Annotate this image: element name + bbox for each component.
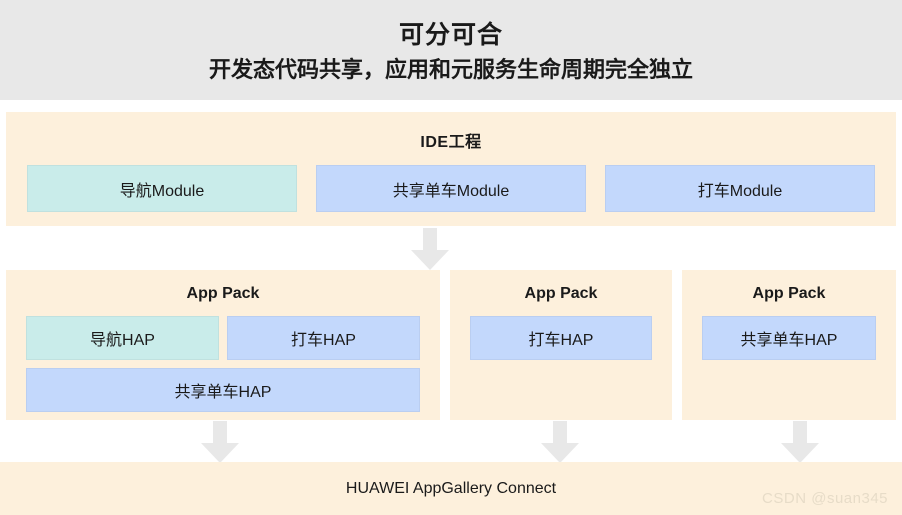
module-label: 导航Module [119,182,205,200]
hap-box-taxi[interactable]: 打车HAP [470,316,652,360]
header-banner: 可分可合 开发态代码共享，应用和元服务生命周期完全独立 [0,0,902,100]
arrow-down-icon [541,421,579,463]
hap-label: 共享单车HAP [174,384,272,401]
hap-box-sharedbike[interactable]: 共享单车HAP [702,316,876,360]
module-box-taxi[interactable]: 打车Module [605,165,875,212]
appgallery-connect-label: HUAWEI AppGallery Connect [345,479,557,497]
module-label: 共享单车Module [392,182,510,200]
module-box-navigation[interactable]: 导航Module [27,165,297,212]
hap-wrap: 打车HAP [450,303,672,360]
module-box-sharedbike[interactable]: 共享单车Module [316,165,586,212]
ide-project-title: IDE工程 [420,134,482,151]
hap-label: 共享单车HAP [740,332,838,349]
hap-label: 导航HAP [90,332,155,349]
arrow-down-icon [781,421,819,463]
hap-box-sharedbike[interactable]: 共享单车HAP [26,368,420,412]
page-title: 可分可合 [398,20,503,49]
ide-project-panel: IDE工程 导航Module 共享单车Module 打车Module [6,112,896,226]
app-pack-title: App Pack [752,285,826,302]
app-pack-title: App Pack [186,285,260,302]
module-label: 打车Module [697,182,783,200]
hap-row-top: 导航HAP 打车HAP [26,316,420,360]
hap-wrap: 导航HAP 打车HAP 共享单车HAP [6,303,440,412]
hap-row-top: 共享单车HAP [702,316,876,360]
app-pack-1: App Pack 导航HAP 打车HAP 共享单车HAP [6,270,440,420]
hap-label: 打车HAP [291,332,356,349]
hap-row-top: 打车HAP [470,316,652,360]
hap-wrap: 共享单车HAP [682,303,896,360]
hap-box-navigation[interactable]: 导航HAP [26,316,219,360]
module-row: 导航Module 共享单车Module 打车Module [6,152,896,212]
arrow-down-icon [411,228,449,270]
appgallery-connect-bar: HUAWEI AppGallery Connect [0,462,902,515]
app-pack-row: App Pack 导航HAP 打车HAP 共享单车HAP App Pack 打车… [6,270,896,420]
app-pack-2: App Pack 打车HAP [450,270,672,420]
hap-label: 打车HAP [528,332,594,349]
hap-box-taxi[interactable]: 打车HAP [227,316,420,360]
app-pack-3: App Pack 共享单车HAP [682,270,896,420]
app-pack-title: App Pack [524,285,598,302]
page-subtitle: 开发态代码共享，应用和元服务生命周期完全独立 [208,56,693,82]
arrow-down-icon [201,421,239,463]
